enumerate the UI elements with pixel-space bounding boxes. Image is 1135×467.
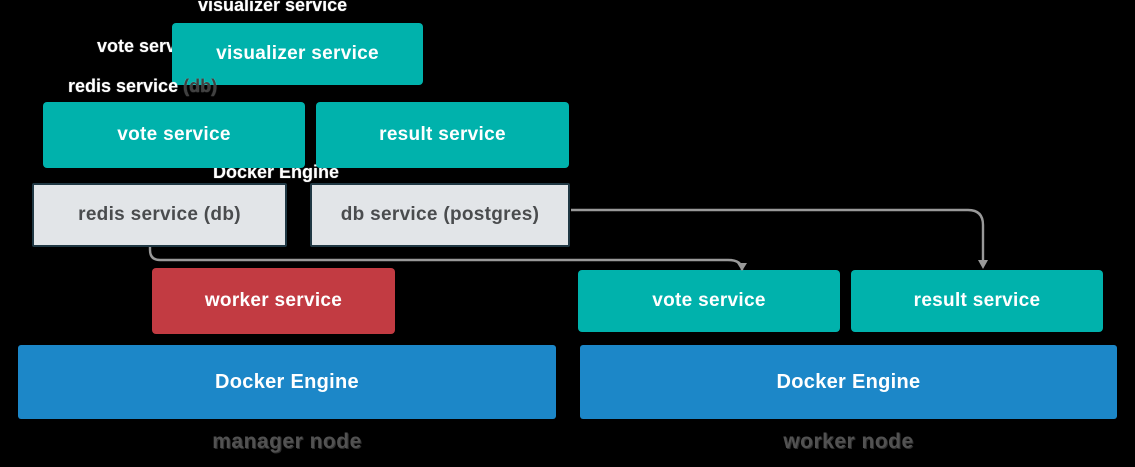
manager-node-label: manager node	[212, 430, 362, 453]
worker-service-label: worker service	[204, 290, 343, 311]
ghost-label-visualizer-service: visualizer service	[198, 0, 348, 15]
docker-engine-box-manager: Docker Engine	[18, 345, 556, 419]
worker-service-box: worker service	[152, 268, 395, 334]
visualizer-service-box: visualizer service	[172, 23, 423, 85]
db-service-box: db service (postgres)	[310, 183, 570, 247]
vote-service-label-manager: vote service	[117, 124, 231, 145]
ghost-label-redis-main: redis service	[68, 76, 179, 96]
docker-engine-box-worker: Docker Engine	[580, 345, 1117, 419]
result-service-label-manager: result service	[379, 124, 506, 145]
redis-service-box: redis service (db)	[32, 183, 287, 247]
arrowhead-db-to-result	[978, 260, 988, 269]
redis-service-label: redis service (db)	[78, 204, 241, 225]
vote-service-box-manager: vote service	[43, 102, 305, 168]
vote-service-label-worker: vote service	[652, 290, 766, 311]
connector-redis-to-vote	[148, 247, 744, 271]
ghost-label-redis-service: redis service (db)	[68, 76, 217, 97]
vote-service-box-worker: vote service	[578, 270, 840, 332]
docker-engine-label-worker: Docker Engine	[776, 370, 921, 393]
docker-engine-label-manager: Docker Engine	[215, 370, 359, 393]
visualizer-service-label: visualizer service	[216, 43, 379, 64]
result-service-box-manager: result service	[316, 102, 569, 168]
worker-node-label: worker node	[783, 430, 914, 453]
result-service-label-worker: result service	[913, 290, 1041, 311]
ghost-label-redis-paren: (db)	[178, 76, 218, 96]
result-service-box-worker: result service	[851, 270, 1103, 332]
db-service-label: db service (postgres)	[340, 204, 540, 225]
connector-db-to-result	[571, 208, 985, 263]
